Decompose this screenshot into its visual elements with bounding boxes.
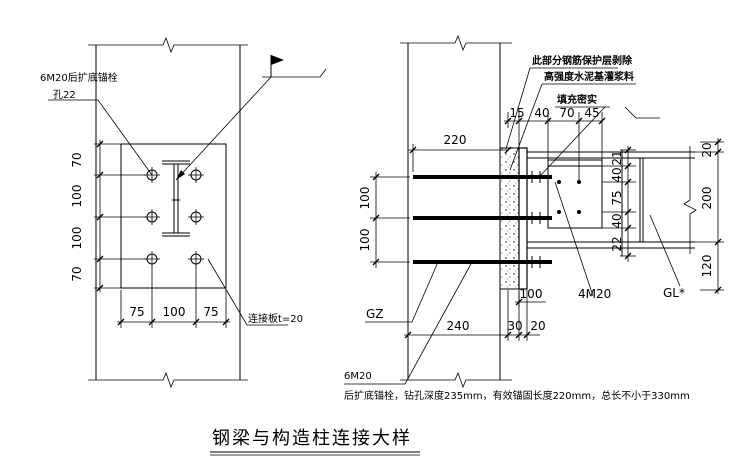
dim-15: 15	[509, 106, 524, 120]
dim-22: 22	[610, 236, 624, 251]
dim-20-top: 20	[700, 142, 714, 157]
dim-100-lower: 100	[358, 229, 372, 252]
bolt-leader-line	[48, 99, 153, 176]
anchor-bolt	[144, 209, 160, 225]
gz-label: GZ	[366, 307, 384, 321]
right-view: 此部分钢筋保护层剥除 高强度水泥基灌浆料 填充密实 15 40 70 45	[344, 34, 724, 402]
dim-120: 120	[700, 255, 714, 278]
dim-70: 70	[559, 106, 574, 120]
gz-leader	[365, 261, 439, 323]
dimension-220: 220	[408, 133, 512, 172]
dim-240: 240	[447, 319, 470, 333]
break-line-bottom-left	[88, 371, 248, 389]
note-3-leader	[539, 106, 606, 177]
hdim-75-left: 75	[129, 305, 144, 319]
hdim-75-right: 75	[203, 305, 218, 319]
anchor-bolt	[144, 251, 160, 267]
note-filled-dense: 填充密实	[557, 93, 597, 106]
dim-200: 200	[700, 187, 714, 210]
plate-leader-line	[207, 258, 288, 326]
hole-label: 孔22	[53, 89, 76, 101]
dim-100-plate: 100	[520, 287, 543, 301]
shear-tab	[547, 159, 603, 229]
left-dimensions-right: 100 100	[358, 172, 410, 268]
dim-45: 45	[584, 106, 599, 120]
bolt-label: 6M20后扩底锚栓	[40, 71, 118, 84]
anchor-bolt	[188, 209, 204, 225]
anchor-bolt	[188, 167, 204, 183]
note-3-tail	[624, 106, 660, 119]
vdim-100-a: 100	[70, 185, 84, 208]
steel-beam	[527, 150, 695, 256]
tab-bolt-leader	[554, 181, 594, 297]
note-cover-stripped: 此部分钢筋保护层剥除	[532, 54, 633, 67]
anchor-bolt-group-left	[144, 167, 204, 267]
left-view: 6M20后扩底锚栓 孔22 连接板t=20 70 100	[40, 36, 327, 389]
vdim-70-top: 70	[70, 152, 84, 167]
top-dimensions-right: 15 40 70 45	[504, 106, 606, 182]
connection-plate	[120, 143, 227, 289]
gl-leader	[649, 214, 681, 287]
note-2-leader	[509, 83, 543, 171]
dim-75: 75	[610, 190, 624, 205]
bottom-dimensions-right: 240 30 20	[404, 290, 546, 341]
dim-21: 21	[610, 150, 624, 165]
dim-20-bottom: 20	[530, 319, 545, 333]
dim-100-upper: 100	[358, 187, 372, 210]
dim-40: 40	[534, 106, 549, 120]
bolt-group-label: 4M20	[578, 287, 611, 301]
right-dimensions-a: 21 40 75 40 22	[602, 146, 636, 262]
anchor-bolt	[188, 251, 204, 267]
break-line-top-left	[88, 36, 248, 54]
drawing-title: 钢梁与构造柱连接大样	[212, 428, 412, 449]
bottom-bolt-leader	[344, 261, 473, 385]
anchor-bolts-side	[413, 171, 552, 268]
gl-label: GL*	[663, 286, 685, 300]
weld-flag-symbol	[175, 55, 327, 181]
dim-30: 30	[507, 319, 522, 333]
vdim-100-b: 100	[70, 227, 84, 250]
bottom-bolt-label: 6M20	[344, 371, 372, 382]
horizontal-dimensions-left: 75 100 75	[117, 266, 230, 328]
hdim-100: 100	[163, 305, 186, 319]
vdim-70-bottom: 70	[70, 266, 84, 281]
dim-220: 220	[444, 133, 467, 147]
beam-section	[162, 160, 190, 237]
plate-width-dimension: 100	[515, 287, 546, 307]
tab-bolts	[557, 180, 581, 214]
right-dimensions-b: 20 200 120	[695, 138, 724, 294]
plate-label: 连接板t=20	[248, 312, 303, 325]
dim-40-upper: 40	[610, 167, 624, 182]
break-line-top-right	[400, 34, 512, 52]
beam-break-line	[683, 146, 697, 254]
dim-40-lower: 40	[610, 213, 624, 228]
bottom-bolt-note: 后扩底锚栓，钻孔深度235mm，有效锚固长度220mm，总长不小于330mm	[344, 389, 690, 402]
note-1-leader	[505, 67, 531, 150]
break-line-bottom-right	[400, 371, 512, 389]
vertical-dimensions-left: 70 100 100 70	[70, 140, 146, 292]
note-grout: 高强度水泥基灌浆料	[544, 70, 634, 83]
